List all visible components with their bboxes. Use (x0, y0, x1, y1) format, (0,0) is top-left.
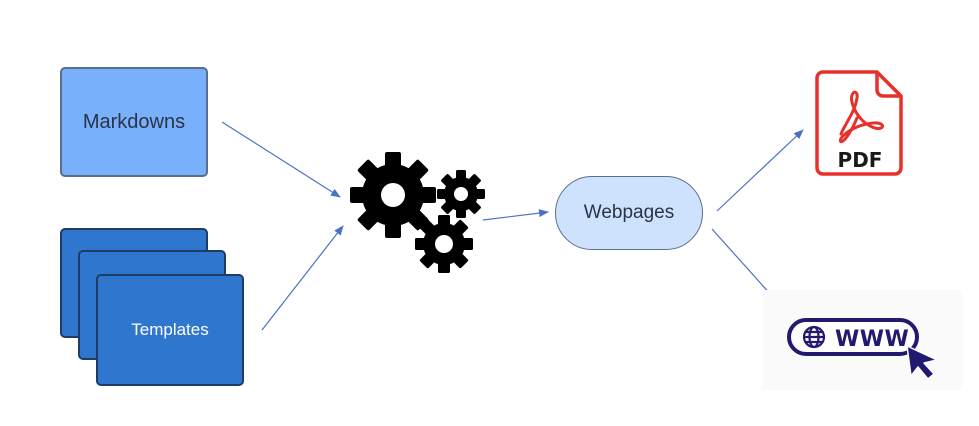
cursor-icon (906, 345, 938, 380)
pdf-label: PDF (837, 148, 883, 172)
templates-node: Templates (96, 274, 244, 386)
www-icon: WWW (762, 290, 962, 390)
arrow-markdowns-to-gears (221, 121, 341, 198)
webpages-label: Webpages (583, 202, 675, 223)
templates-label: Templates (131, 320, 209, 339)
pdf-file-icon: PDF (815, 68, 905, 178)
www-label: WWW (835, 327, 910, 352)
gears-icon (348, 150, 488, 280)
arrow-gears-to-webpages (482, 209, 549, 221)
webpages-node: Webpages (555, 176, 703, 250)
markdowns-label: Markdowns (82, 110, 186, 133)
globe-icon (802, 325, 826, 349)
arrow-webpages-to-pdf (716, 129, 804, 212)
markdowns-node: Markdowns (60, 67, 208, 177)
arrow-templates-to-gears (261, 225, 344, 331)
